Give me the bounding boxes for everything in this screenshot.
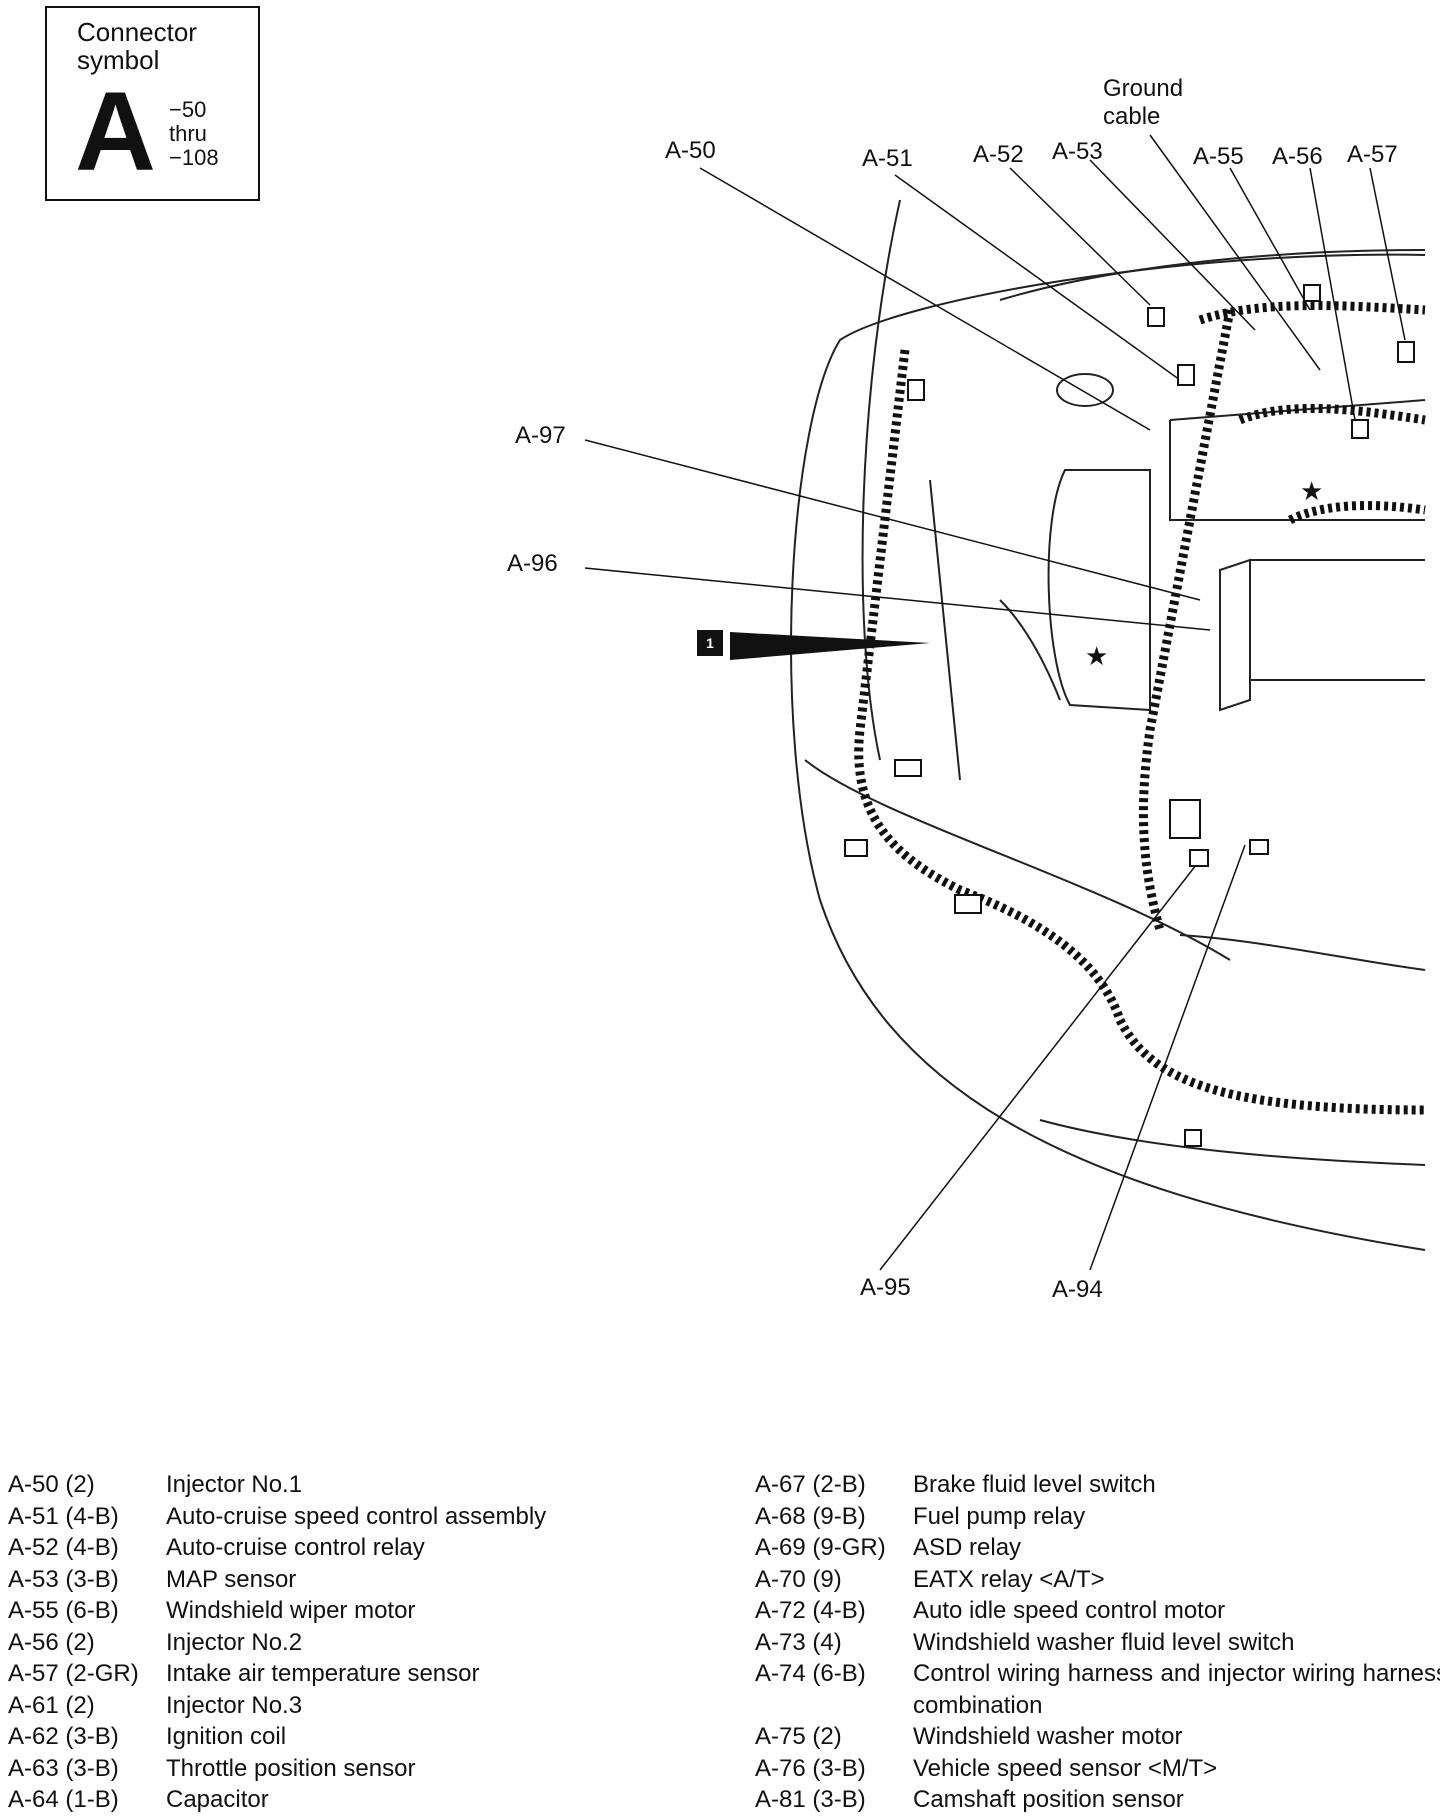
table-row: A-55 (6-B)Windshield wiper motor: [8, 1597, 416, 1624]
star-marker-2: ★: [1300, 477, 1323, 507]
table-row: A-67 (2-B)Brake fluid level switch: [755, 1471, 1156, 1498]
callout-a96: A-96: [507, 550, 558, 577]
table-row: A-62 (3-B)Ignition coil: [8, 1723, 287, 1750]
front-bumper-line: [804, 759, 1231, 961]
legend-range-start: −50: [169, 97, 207, 122]
callout-a52: A-52: [973, 141, 1024, 168]
table-row: A-68 (9-B)Fuel pump relay: [755, 1502, 1086, 1530]
callout-a95: A-95: [860, 1274, 911, 1301]
table-row: A-56 (2)Injector No.2: [8, 1628, 303, 1656]
connector-table-right: A-67 (2-B)Brake fluid level switch A-68 …: [755, 1469, 1440, 1816]
callout-a51: A-51: [862, 145, 913, 172]
harness-main-left: [854, 349, 1426, 1115]
legend-range: −50 thru −108: [169, 98, 249, 170]
callout-a56: A-56: [1272, 143, 1323, 170]
callout-a94: A-94: [1052, 1276, 1103, 1303]
connector-relay-box: [1169, 799, 1201, 839]
table-row: A-81 (3-B)Camshaft position sensor: [755, 1786, 1184, 1813]
leader-a96: [584, 567, 1211, 631]
legend-title: Connector symbol: [77, 17, 197, 75]
table-row: A-69 (9-GR)ASD relay: [755, 1534, 1022, 1561]
callout-a50: A-50: [665, 137, 716, 164]
connector-a55: [1303, 284, 1321, 302]
connector-a56: [1351, 419, 1369, 439]
connector-a51: [1177, 364, 1195, 386]
strut-cap: [1056, 373, 1114, 407]
table-row: A-76 (3-B)Vehicle speed sensor <M/T>: [755, 1754, 1218, 1782]
leader-a57: [1369, 167, 1406, 341]
harness-engine: [1238, 403, 1426, 525]
table-row: A-53 (3-B)MAP sensor: [8, 1565, 297, 1593]
callout-ground-cable: Ground cable: [1103, 75, 1184, 130]
table-row: A-52 (4-B)Auto-cruise control relay: [8, 1534, 425, 1561]
body-outline: [790, 253, 1426, 1251]
legend-letter: A: [75, 69, 156, 194]
table-row: A-70 (9)EATX relay <A/T>: [755, 1565, 1105, 1593]
connector-left-1: [907, 379, 925, 401]
leader-a56: [1309, 167, 1356, 421]
bumper-lower-line: [1039, 1119, 1426, 1166]
leader-a53: [1089, 159, 1256, 331]
leader-a55: [1229, 167, 1311, 311]
connector-a94: [1249, 839, 1269, 855]
inner-panel: [929, 479, 1061, 781]
radiator-support: [1179, 934, 1426, 971]
connector-table-left: A-50 (2)Injector No.1 A-51 (4-B)Auto-cru…: [8, 1469, 708, 1816]
leader-ground: [1149, 134, 1321, 371]
battery-box: [1219, 558, 1251, 712]
connector-a95: [1189, 849, 1209, 867]
harness-top: [1198, 301, 1426, 325]
table-row: A-63 (3-B)Throttle position sensor: [8, 1754, 416, 1782]
table-row: A-73 (4)Windshield washer fluid level sw…: [755, 1628, 1295, 1656]
connector-symbol-legend: Connector symbol A −50 thru −108: [45, 6, 260, 201]
table-row: A-75 (2)Windshield washer motor: [755, 1723, 1183, 1750]
legend-range-thru: thru: [169, 121, 207, 146]
connector-lower: [1184, 1129, 1202, 1147]
marker-1-badge: 1: [697, 630, 723, 656]
leader-a95: [879, 859, 1201, 1271]
engine-block-outline: [1169, 399, 1426, 681]
callout-a57: A-57: [1347, 141, 1398, 168]
table-row: A-50 (2)Injector No.1: [8, 1471, 303, 1498]
connector-a52: [1147, 307, 1165, 327]
table-row: A-64 (1-B)Capacitor: [8, 1786, 269, 1813]
connector-left-3: [844, 839, 868, 857]
leader-a51: [894, 174, 1181, 381]
cowl-line: [999, 249, 1426, 301]
leader-a94: [1089, 844, 1246, 1271]
table-row: A-57 (2-GR)Intake air temperature sensor: [8, 1660, 480, 1687]
harness-center: [1138, 309, 1235, 932]
table-row: A-74 (6-B)Control wiring harness and inj…: [755, 1660, 1440, 1719]
connector-a57: [1397, 341, 1415, 363]
star-marker-1: ★: [1085, 642, 1108, 672]
table-row: A-61 (2)Injector No.3: [8, 1691, 303, 1719]
fender-inner-line: [861, 199, 901, 761]
callout-a97: A-97: [515, 422, 566, 449]
table-row: A-72 (4-B)Auto idle speed control motor: [755, 1597, 1226, 1624]
callout-a53: A-53: [1052, 138, 1103, 165]
callout-a55: A-55: [1193, 143, 1244, 170]
connector-left-2: [894, 759, 922, 777]
table-row: A-51 (4-B)Auto-cruise speed control asse…: [8, 1502, 547, 1530]
leader-a52: [1009, 167, 1151, 306]
legend-range-end: −108: [169, 145, 219, 170]
leader-a97: [584, 439, 1201, 601]
connector-left-4: [954, 894, 982, 914]
leader-a50: [699, 167, 1151, 431]
strut-tower: [1047, 469, 1151, 712]
marker-1-pointer: [730, 632, 930, 660]
